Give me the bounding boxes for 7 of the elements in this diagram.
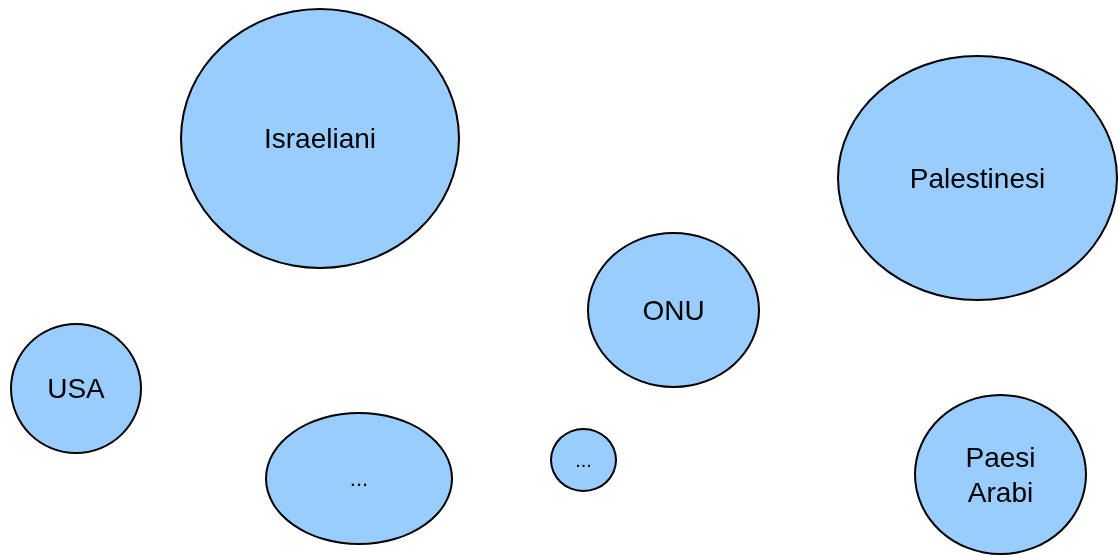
node-label: ... [349,464,369,493]
node-label: ... [575,447,592,473]
node-label: Palestinesi [909,161,1046,196]
node-label: USA [47,372,105,406]
node-label: Israeliani [263,122,377,156]
node-label: Paesi Arabi [964,440,1037,510]
node-label: ONU [642,293,705,328]
